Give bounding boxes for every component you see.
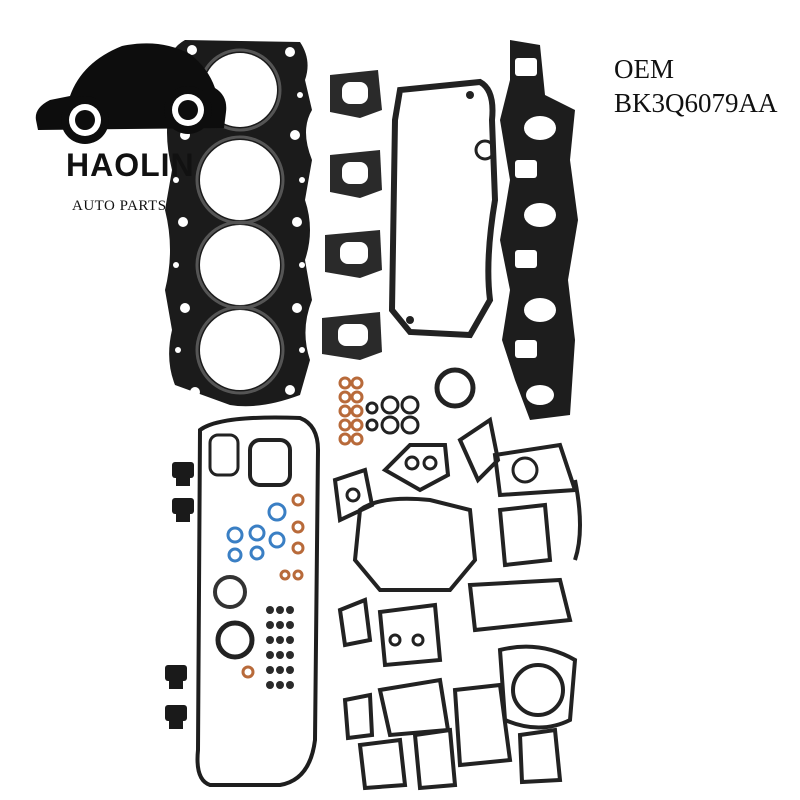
timing-cover-gasket [195, 415, 321, 787]
bolts [165, 462, 194, 729]
intake-manifold-gasket [500, 40, 578, 420]
cylinder-head-gasket [165, 40, 312, 407]
oem-part-number: BK3Q6079AA [614, 88, 778, 118]
o-rings-cluster [338, 367, 476, 446]
exhaust-manifold-gaskets [322, 70, 382, 360]
oem-label: OEM [614, 54, 674, 84]
car-logo [35, 43, 227, 144]
misc-gaskets [332, 416, 582, 791]
brand-name: HAOLIN [66, 147, 195, 183]
valve-cover-gasket [388, 78, 499, 339]
wheel-right-icon [164, 86, 212, 134]
wheel-left-icon [61, 96, 109, 144]
brand-subtitle: AUTO PARTS [72, 198, 167, 214]
oem-block: OEM BK3Q6079AA [614, 52, 778, 120]
